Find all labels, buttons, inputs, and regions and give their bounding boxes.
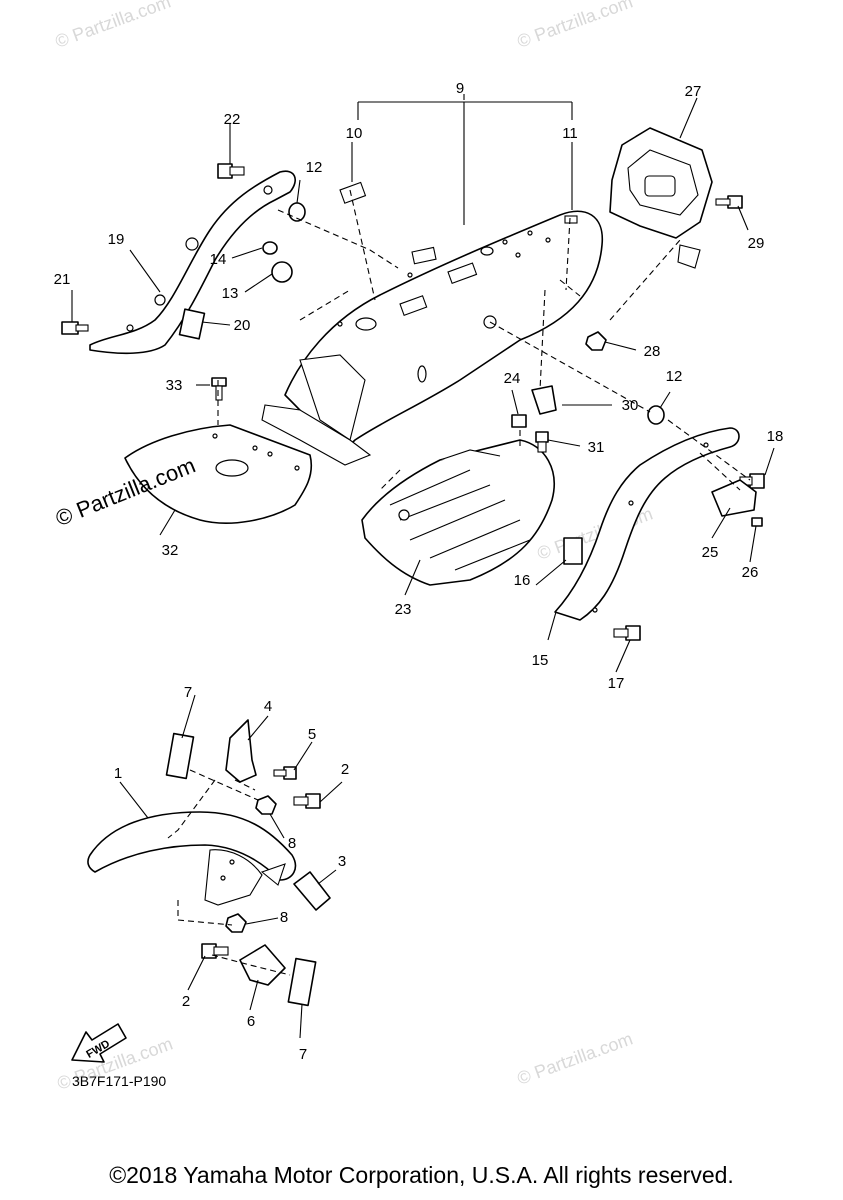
pad-20 [178,308,206,340]
front-fender [87,811,297,906]
nut-8-lower [225,913,247,933]
bracket-6 [239,944,286,986]
callout-25: 25 [702,544,719,561]
callout-21: 21 [54,271,71,288]
watermark-top-left: © Partzilla.com [53,0,174,52]
leader-lines [71,94,775,1039]
callout-23: 23 [395,601,412,618]
grommet-13 [271,261,293,283]
watermark-bottom-right: © Partzilla.com [515,1028,636,1088]
callout-19: 19 [108,231,125,248]
callout-26: 26 [742,564,759,581]
pad-7-upper [165,732,195,780]
rear-flap [124,424,313,524]
callout-31: 31 [588,439,605,456]
grab-rail-left [89,170,296,355]
screw-33 [211,377,227,401]
callout-32: 32 [162,542,179,559]
callout-numbers: 1 2 2 3 4 5 6 7 7 8 8 9 10 11 12 12 13 1… [54,80,784,1063]
callout-11: 11 [562,125,578,142]
decal-10 [339,181,367,204]
callout-15: 15 [532,652,549,669]
callout-2-upper: 2 [341,761,349,778]
callout-17: 17 [608,675,625,692]
rear-fender [261,210,603,466]
callout-8-upper: 8 [288,835,296,852]
callout-14: 14 [210,251,227,268]
copyright-footer: ©2018 Yamaha Motor Corporation, U.S.A. A… [109,1162,734,1188]
bolt-2-upper [293,793,321,809]
grab-rail-right [554,427,740,621]
label-11 [564,215,578,224]
bracket-4 [225,719,257,783]
callout-4: 4 [264,698,272,715]
callout-18: 18 [767,428,784,445]
bolt-2-lower [201,943,229,959]
callout-6: 6 [247,1013,255,1030]
callout-2-lower: 2 [182,993,190,1010]
callout-28: 28 [644,343,661,360]
bolt-18 [739,473,765,489]
screw-26 [751,517,763,527]
nut-8-upper [255,795,277,815]
callout-20: 20 [234,317,251,334]
callout-7-upper: 7 [184,684,192,701]
callout-8-lower: 8 [280,909,288,926]
screw-5 [273,766,297,780]
callout-30: 30 [622,397,639,414]
callout-9: 9 [456,80,464,97]
tail-light [609,127,713,269]
bracket-30 [531,385,557,415]
pad-16 [563,537,583,565]
callout-7-lower: 7 [299,1046,307,1063]
bolt-17 [613,625,641,641]
diagram-code: 3B7F171-P190 [72,1073,167,1089]
callout-27: 27 [685,83,702,100]
callout-24: 24 [504,370,521,387]
inner-mudguard [361,439,555,586]
bolt-29 [715,195,743,209]
grommet-12-lower [647,405,665,425]
reflector-3 [293,871,331,911]
bracket-25 [711,479,757,517]
callout-1: 1 [114,765,122,782]
clip-24 [511,414,527,428]
nut-28 [585,331,607,351]
callout-12-upper: 12 [306,159,323,176]
callout-22: 22 [224,111,241,128]
collar-14 [262,241,278,255]
callout-16: 16 [514,572,531,589]
callout-13: 13 [222,285,239,302]
bolt-21 [61,321,89,335]
callout-3: 3 [338,853,346,870]
callout-29: 29 [748,235,765,252]
bolt-22 [217,163,245,179]
callout-33: 33 [166,377,183,394]
watermark-top-right: © Partzilla.com [515,0,636,52]
screw-31 [535,431,549,453]
fwd-arrow: FWD [71,1023,127,1063]
pad-7-lower [287,957,317,1007]
callout-12-lower: 12 [666,368,683,385]
callout-5: 5 [308,726,316,743]
callout-10: 10 [346,125,363,142]
